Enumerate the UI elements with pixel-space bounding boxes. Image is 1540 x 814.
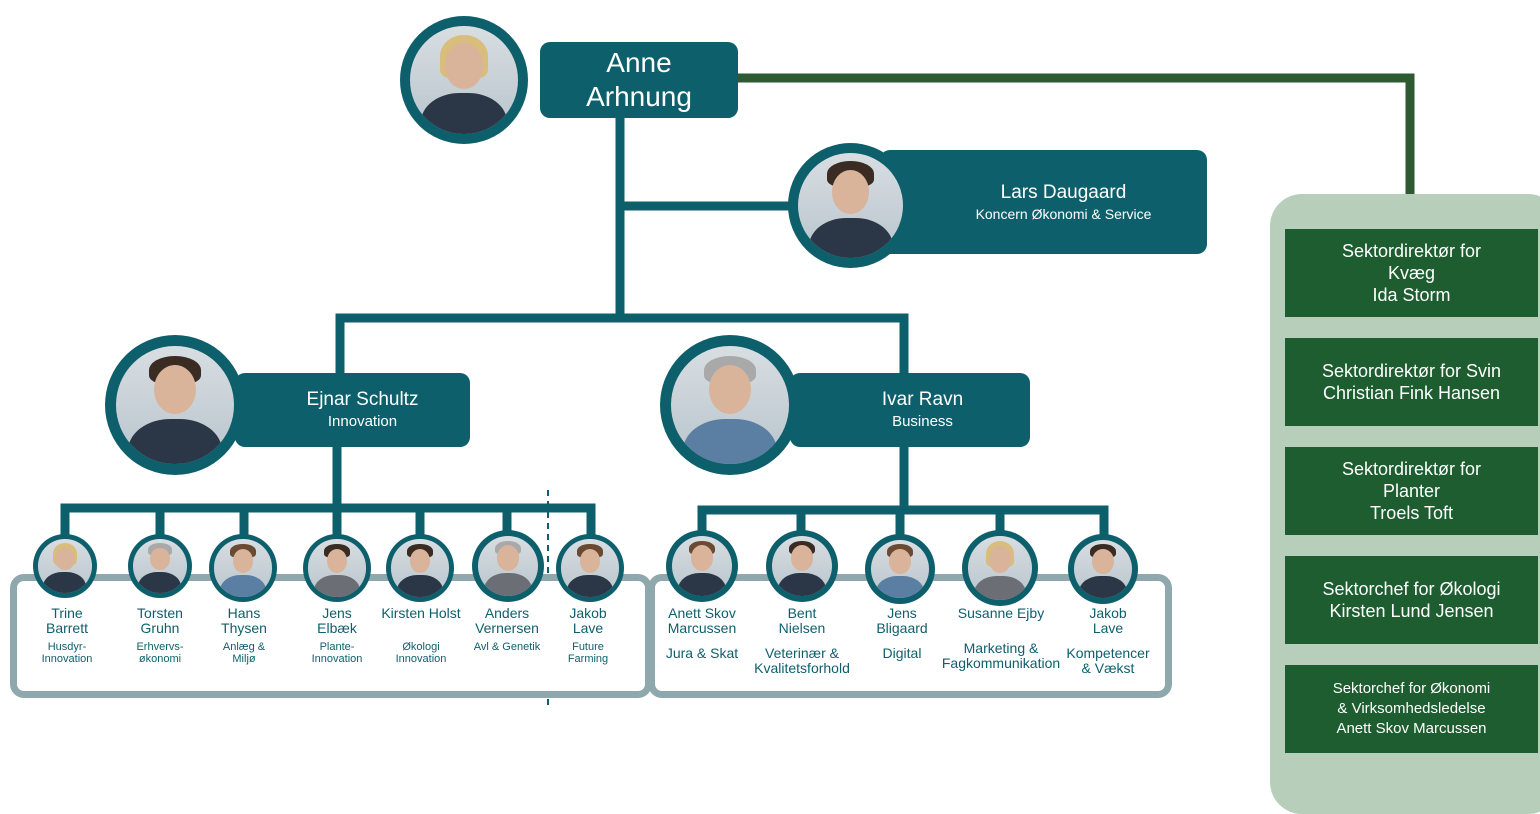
member-photo bbox=[1068, 534, 1138, 604]
sector-box-okologi: Sektorchef for Økologi Kirsten Lund Jens… bbox=[1285, 556, 1538, 644]
member-dept: Plante- Innovation bbox=[311, 641, 363, 665]
member-dept: Husdyr- Innovation bbox=[41, 641, 93, 665]
cfo-name: Lars Daugaard bbox=[1000, 182, 1127, 203]
ceo-name: Anne Arhnung bbox=[586, 47, 692, 112]
member-hans-thysen: Hans Thysen Anlæg & Miljø bbox=[202, 605, 286, 666]
innovation-team-panel bbox=[10, 574, 652, 698]
member-dept: Avl & Genetik bbox=[473, 641, 541, 653]
business-lead-box: Ivar Ravn Business bbox=[790, 373, 1030, 447]
business-lead-photo bbox=[660, 335, 800, 475]
member-jakob-lave-business: Jakob Lave Kompetencer & Vækst bbox=[1060, 606, 1156, 676]
member-dept: Økologi Innovation bbox=[395, 641, 447, 665]
member-dept: Future Farming bbox=[567, 641, 609, 665]
member-name: Hans Thysen bbox=[221, 605, 267, 636]
member-photo bbox=[666, 530, 738, 602]
member-dept: Anlæg & Miljø bbox=[222, 641, 266, 665]
business-lead-name: Ivar Ravn bbox=[881, 389, 964, 410]
member-kirsten-holst: Kirsten Holst Økologi Innovation bbox=[376, 605, 466, 666]
innovation-lead-name: Ejnar Schultz bbox=[306, 389, 419, 410]
innovation-lead-photo bbox=[105, 335, 245, 475]
sector-box-planter: Sektordirektør for Planter Troels Toft bbox=[1285, 447, 1538, 535]
member-name: Kirsten Holst bbox=[381, 605, 461, 621]
member-photo bbox=[962, 530, 1038, 606]
sector-box-svin: Sektordirektør for Svin Christian Fink H… bbox=[1285, 338, 1538, 426]
member-name: Jakob Lave bbox=[1089, 605, 1127, 636]
member-photo bbox=[865, 534, 935, 604]
member-anders-vernersen: Anders Vernersen Avl & Genetik bbox=[464, 605, 550, 654]
member-name: Bent Nielsen bbox=[778, 605, 826, 636]
member-dept: Veterinær & Kvalitetsforhold bbox=[754, 645, 850, 676]
sector-box-kvaeg: Sektordirektør for Kvæg Ida Storm bbox=[1285, 229, 1538, 317]
member-dept: Erhvervs- økonomi bbox=[136, 641, 184, 665]
member-torsten-gruhn: Torsten Gruhn Erhvervs- økonomi bbox=[118, 605, 202, 666]
member-dept: Marketing & Fagkommunikation bbox=[941, 640, 1061, 671]
sector-box-okonomi: Sektorchef for Økonomi & Virksomhedslede… bbox=[1285, 665, 1538, 753]
member-bent-nielsen: Bent Nielsen Veterinær & Kvalitetsforhol… bbox=[748, 606, 856, 676]
member-jens-elbaek: Jens Elbæk Plante- Innovation bbox=[295, 605, 379, 666]
ceo-box: Anne Arhnung bbox=[540, 42, 738, 118]
business-lead-title: Business bbox=[892, 413, 953, 430]
member-name: Anders Vernersen bbox=[475, 605, 539, 636]
member-photo bbox=[209, 534, 277, 602]
member-name: Anett Skov Marcussen bbox=[667, 605, 737, 636]
member-photo bbox=[303, 534, 371, 602]
ceo-photo bbox=[400, 16, 528, 144]
member-photo bbox=[556, 534, 624, 602]
member-photo bbox=[33, 534, 97, 598]
member-dept: Kompetencer & Vækst bbox=[1066, 645, 1150, 676]
member-jakob-lave-innovation: Jakob Lave Future Farming bbox=[550, 605, 626, 666]
cfo-photo bbox=[788, 143, 913, 268]
member-anett-skov-marcussen: Anett Skov Marcussen Jura & Skat bbox=[655, 606, 749, 661]
member-susanne-ejby: Susanne Ejby Marketing & Fagkommunikatio… bbox=[936, 606, 1066, 671]
member-name: Torsten Gruhn bbox=[137, 605, 183, 636]
cfo-title: Koncern Økonomi & Service bbox=[975, 206, 1152, 222]
member-name: Susanne Ejby bbox=[957, 605, 1045, 621]
member-dept: Jura & Skat bbox=[665, 645, 739, 661]
member-photo bbox=[128, 534, 192, 598]
member-name: Jakob Lave bbox=[569, 605, 607, 636]
member-photo bbox=[472, 530, 544, 602]
member-dept: Digital bbox=[882, 645, 922, 661]
member-photo bbox=[386, 534, 454, 602]
member-jens-bligaard: Jens Bligaard Digital bbox=[860, 606, 944, 661]
innovation-lead-title: Innovation bbox=[327, 413, 398, 430]
cfo-box: Lars Daugaard Koncern Økonomi & Service bbox=[880, 150, 1207, 254]
innovation-lead-box: Ejnar Schultz Innovation bbox=[235, 373, 470, 447]
member-trine-barrett: Trine Barrett Husdyr- Innovation bbox=[25, 605, 109, 666]
member-photo bbox=[766, 530, 838, 602]
member-name: Jens Elbæk bbox=[317, 605, 357, 636]
member-name: Trine Barrett bbox=[45, 605, 88, 636]
member-name: Jens Bligaard bbox=[876, 605, 928, 636]
